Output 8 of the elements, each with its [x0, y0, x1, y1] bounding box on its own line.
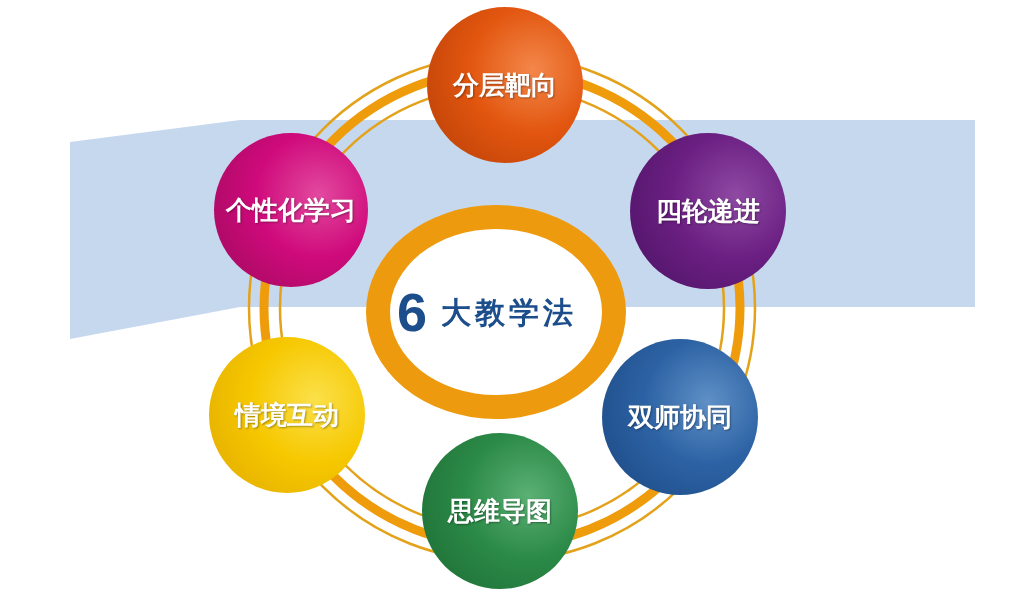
method-label: 双师协同	[628, 402, 732, 432]
method-label: 分层靶向	[453, 70, 557, 100]
method-label: 思维导图	[448, 496, 552, 526]
method-label: 个性化学习	[226, 195, 356, 225]
method-label: 情境互动	[235, 400, 339, 430]
method-label: 四轮递进	[656, 196, 760, 226]
number-text: 6	[396, 285, 427, 339]
title-text: 大教学法	[441, 295, 577, 329]
